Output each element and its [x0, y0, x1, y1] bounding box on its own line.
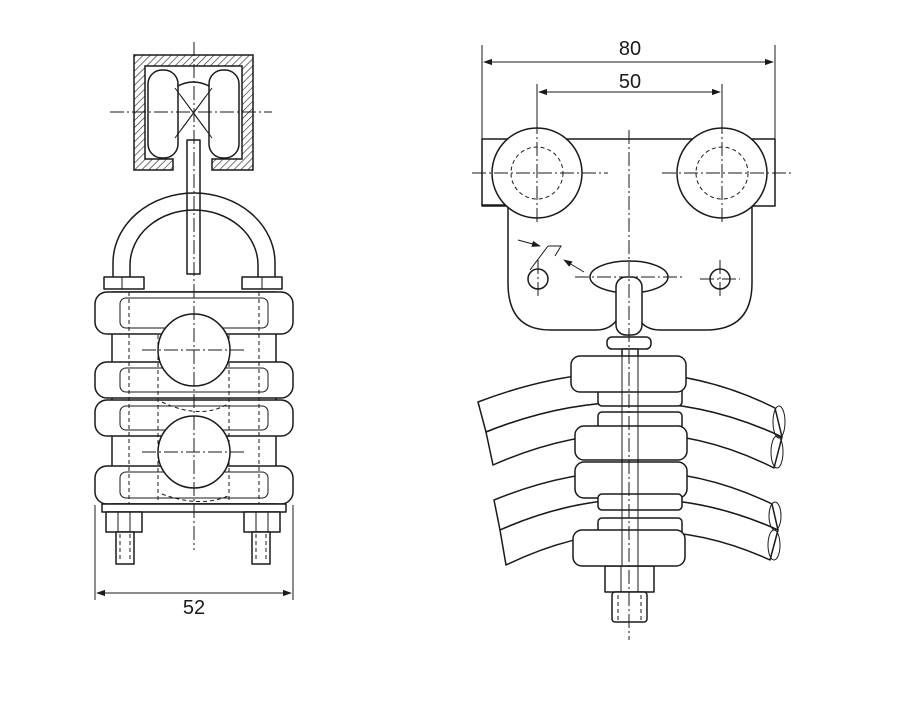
front-view: 80 50	[472, 38, 792, 640]
dimension-label-52: 52	[183, 597, 205, 619]
dimension-label-80: 80	[619, 38, 641, 60]
dimension-80: 80	[481, 38, 776, 139]
front-view-centerlines	[472, 120, 792, 640]
angle-indicator	[517, 239, 585, 273]
side-view: 52	[94, 42, 294, 619]
dimension-52: 52	[94, 505, 294, 619]
dimension-label-50: 50	[619, 71, 641, 93]
rail-channel-section	[133, 54, 254, 171]
u-bolt-stirrup	[103, 192, 283, 290]
trolley-wheels-side	[147, 69, 240, 159]
dimension-50: 50	[536, 71, 723, 128]
side-view-centerlines	[110, 42, 272, 550]
